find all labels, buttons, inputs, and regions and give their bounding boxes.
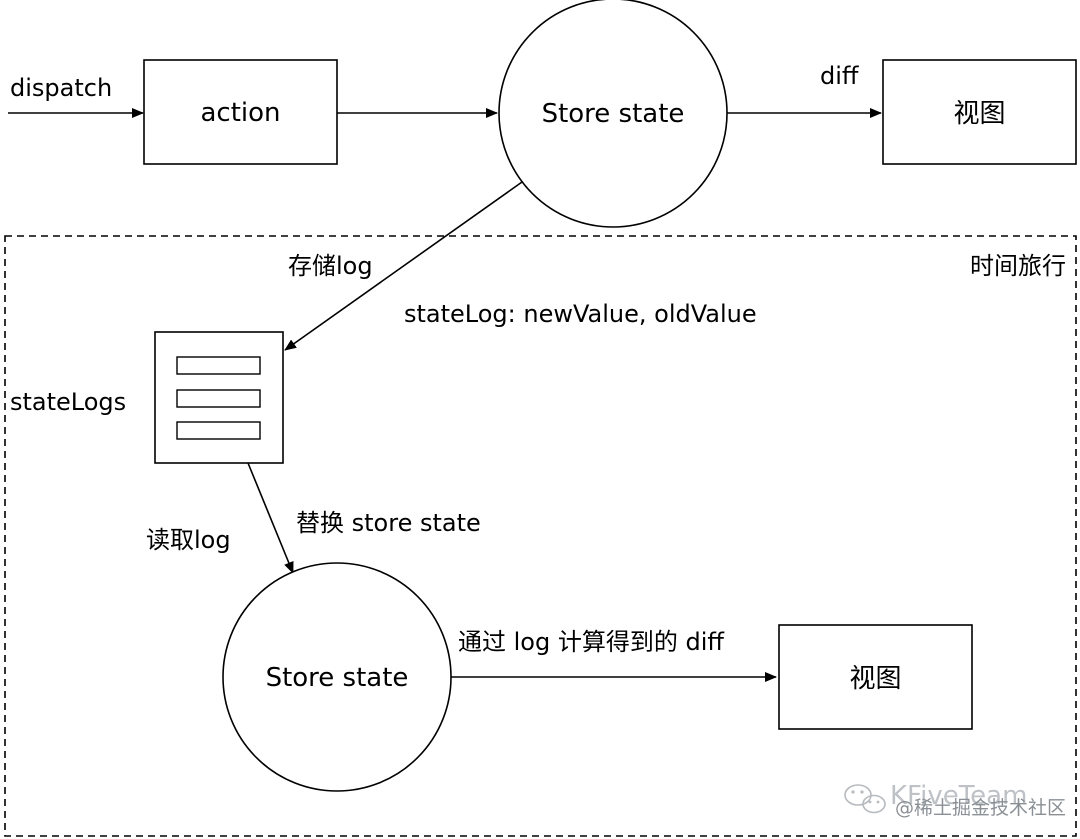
read-log-label: 读取log <box>146 526 231 554</box>
store-log-arrow <box>284 181 523 351</box>
store-log-label: 存储log <box>288 252 373 280</box>
view-box-label: 视图 <box>953 99 1005 129</box>
diff-label: diff <box>820 62 859 90</box>
replayed-store-state-label: Store state <box>266 663 409 693</box>
view-box <box>882 59 1077 165</box>
time-travel-label: 时间旅行 <box>970 252 1066 280</box>
read-log-arrow <box>247 462 294 574</box>
replayed-view-box-label: 视图 <box>849 664 901 694</box>
dispatch-label: dispatch <box>10 74 112 102</box>
state-log-entry <box>176 421 261 440</box>
state-log-entry <box>176 389 261 408</box>
state-log-label: stateLog: newValue, oldValue <box>404 300 757 328</box>
action-box <box>143 59 338 165</box>
replayed-view-box <box>778 624 973 730</box>
replace-store-state-label: 替换 store state <box>296 509 481 537</box>
diff-via-log-label: 通过 log 计算得到的 diff <box>458 628 724 656</box>
store-state-label: Store state <box>542 99 685 129</box>
action-box-label: action <box>200 98 280 128</box>
watermark-juejin: @稀土掘金技术社区 <box>895 797 1066 819</box>
state-logs-label: stateLogs <box>10 388 126 416</box>
wechat-icon <box>844 784 886 814</box>
watermark-kfiveteam: KFiveTeam <box>890 781 1027 811</box>
state-log-entry <box>176 356 261 375</box>
time-travel-region <box>4 235 1077 837</box>
